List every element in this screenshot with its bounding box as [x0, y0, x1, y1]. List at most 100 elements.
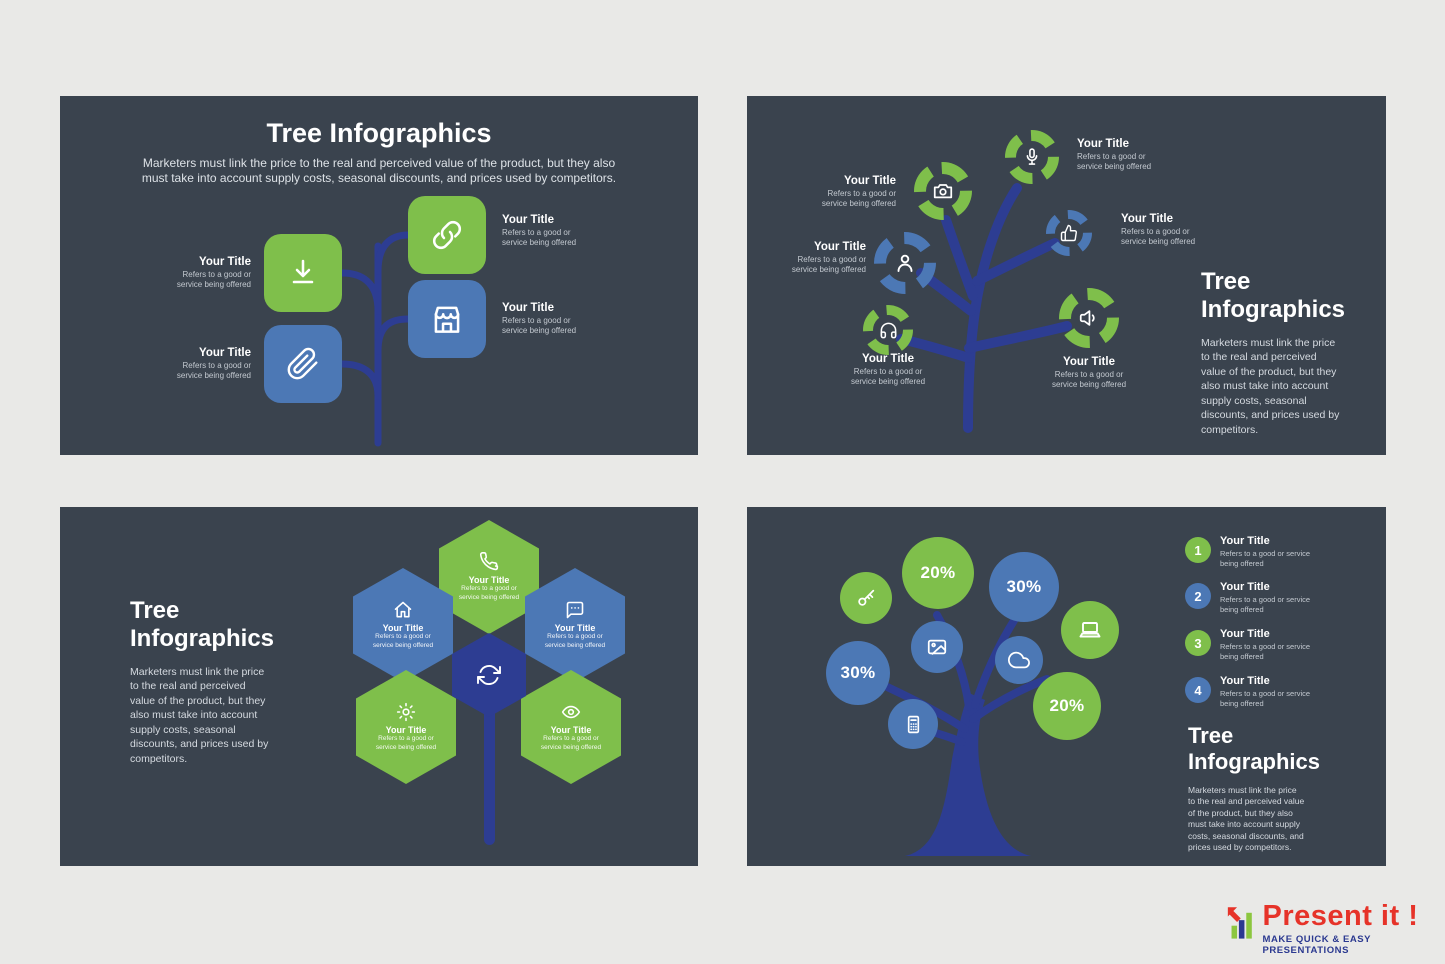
item-title: Your Title: [199, 256, 251, 268]
node-store: [408, 280, 486, 358]
cloud-icon: [1008, 651, 1030, 669]
hexagon-title: Your Title: [468, 575, 510, 586]
ring-camera: [914, 162, 972, 220]
item-desc: Refers to a good or service being offere…: [850, 367, 926, 387]
item-label: Your Title Refers to a good or service b…: [502, 214, 642, 249]
item-label: Your Title Refers to a good or service b…: [502, 302, 642, 337]
tree-trunk-graphic: [484, 702, 495, 845]
item-title: Your Title: [1220, 535, 1270, 547]
ring-headphones: [863, 305, 913, 355]
percent-value: 30%: [1006, 577, 1042, 596]
circle-laptop: [1061, 601, 1119, 659]
person-icon: [897, 254, 913, 272]
hexagon-desc: Refers to a good or service being offere…: [372, 633, 434, 649]
item-title: Your Title: [502, 214, 554, 226]
item-desc: Refers to a good or service being offere…: [1051, 370, 1127, 390]
brand-tagline: MAKE QUICK & EASY PRESENTATIONS: [1262, 934, 1371, 956]
slide1-subtitle: Marketers must link the price to the rea…: [141, 156, 617, 186]
circle-percent: 30%: [826, 641, 890, 705]
download-icon: [292, 259, 314, 284]
chat-icon: [566, 602, 584, 619]
circle-percent: 20%: [1033, 672, 1101, 740]
list-item: 2 Your Title Refers to a good or service…: [1185, 581, 1315, 615]
item-desc: Refers to a good or service being offere…: [1121, 227, 1196, 247]
hexagon-title: Your Title: [382, 623, 424, 634]
item-title: Your Title: [1121, 213, 1173, 225]
list-number: 4: [1185, 677, 1211, 703]
item-desc: Refers to a good or service being offere…: [502, 316, 577, 336]
camera-icon: [933, 184, 953, 199]
node-download: [264, 234, 342, 312]
item-desc: Refers to a good or service being offere…: [1220, 595, 1311, 614]
hexagon-center: [452, 633, 526, 717]
percent-value: 20%: [1049, 696, 1085, 715]
item-desc: Refers to a good or service being offere…: [502, 228, 577, 248]
item-desc: Refers to a good or service being offere…: [821, 189, 896, 209]
list-number: 1: [1185, 537, 1211, 563]
laptop-icon: [1079, 622, 1101, 638]
node-paperclip: [264, 325, 342, 403]
item-title: Your Title: [502, 302, 554, 314]
circle-percent: 20%: [902, 537, 974, 609]
circle-calculator: [888, 699, 938, 749]
hexagon-desc: Refers to a good or service being offere…: [544, 633, 606, 649]
home-icon: [394, 602, 412, 618]
item-title: Your Title: [1220, 581, 1270, 593]
tree-branches-graphic: [338, 231, 412, 447]
brand-name: Present it !: [1262, 900, 1419, 932]
slide1-title: Tree Infographics: [266, 118, 492, 148]
hexagon-title: Your Title: [550, 725, 592, 736]
item-label: Your Title Refers to a good or service b…: [1077, 138, 1197, 173]
sun-icon: [396, 703, 416, 722]
hexagon-title: Your Title: [554, 623, 596, 634]
link-icon: [433, 221, 461, 249]
item-desc: Refers to a good or service being offere…: [1220, 642, 1311, 661]
circle-cloud: [995, 636, 1043, 684]
slide3-title: Tree Infographics: [130, 597, 275, 653]
slide-1-tree-infographic-squares: Tree Infographics Marketers must link th…: [60, 96, 698, 455]
slide4-body: Marketers must link the price to the rea…: [1188, 785, 1305, 853]
store-icon: [434, 306, 460, 333]
slide-3-tree-infographic-hexagons: Tree Infographics Marketers must link th…: [60, 507, 698, 866]
item-label: Your Title Refers to a good or service b…: [1024, 356, 1154, 391]
item-label: Your Title Refers to a good or service b…: [1121, 213, 1241, 248]
circle-percent: 30%: [989, 552, 1059, 622]
item-label: Your Title Refers to a good or service b…: [823, 353, 953, 388]
slide-4-tree-infographic-percentages: 20% 30% 30% 20%: [747, 507, 1386, 866]
hexagon-eye: Your Title Refers to a good or service b…: [521, 670, 621, 784]
phone-icon: [479, 552, 499, 571]
item-title: Your Title: [1077, 138, 1129, 150]
hexagon-title: Your Title: [385, 725, 427, 736]
item-title: Your Title: [199, 347, 251, 359]
node-link: [408, 196, 486, 274]
hexagon-phone: Your Title Refers to a good or service b…: [439, 520, 539, 634]
circle-key: [840, 572, 892, 624]
percent-value: 30%: [840, 663, 876, 682]
percent-value: 20%: [920, 563, 956, 582]
item-title: Your Title: [844, 175, 896, 187]
image-icon: [927, 639, 947, 655]
slide-2-tree-infographic-rings: Your Title Refers to a good or service b…: [747, 96, 1386, 455]
slide2-title: Tree Infographics: [1201, 268, 1346, 324]
hexagon-sun: Your Title Refers to a good or service b…: [356, 670, 456, 784]
list-item: 4 Your Title Refers to a good or service…: [1185, 675, 1315, 709]
hexagon-chat: Your Title Refers to a good or service b…: [525, 568, 625, 682]
ring-microphone: [1005, 130, 1059, 184]
brand-text: Present it ! MAKE QUICK & EASY PRESENTAT…: [1262, 900, 1445, 957]
hexagon-home: Your Title Refers to a good or service b…: [353, 568, 453, 682]
slide4-title: Tree Infographics: [1188, 723, 1321, 775]
refresh-icon: [477, 664, 501, 686]
item-desc: Refers to a good or service being offere…: [1220, 549, 1311, 568]
headphones-icon: [880, 322, 896, 338]
ring-person: [874, 232, 936, 294]
item-desc: Refers to a good or service being offere…: [791, 255, 866, 275]
item-label: Your Title Refers to a good or service b…: [116, 256, 251, 291]
item-desc: Refers to a good or service being offere…: [1077, 152, 1152, 172]
item-title: Your Title: [814, 241, 866, 253]
list-item: 1 Your Title Refers to a good or service…: [1185, 535, 1315, 569]
slide2-body: Marketers must link the price to the rea…: [1201, 337, 1340, 436]
item-title: Your Title: [862, 353, 914, 365]
hexagon-desc: Refers to a good or service being offere…: [458, 585, 520, 601]
ring-megaphone: [1059, 288, 1119, 348]
